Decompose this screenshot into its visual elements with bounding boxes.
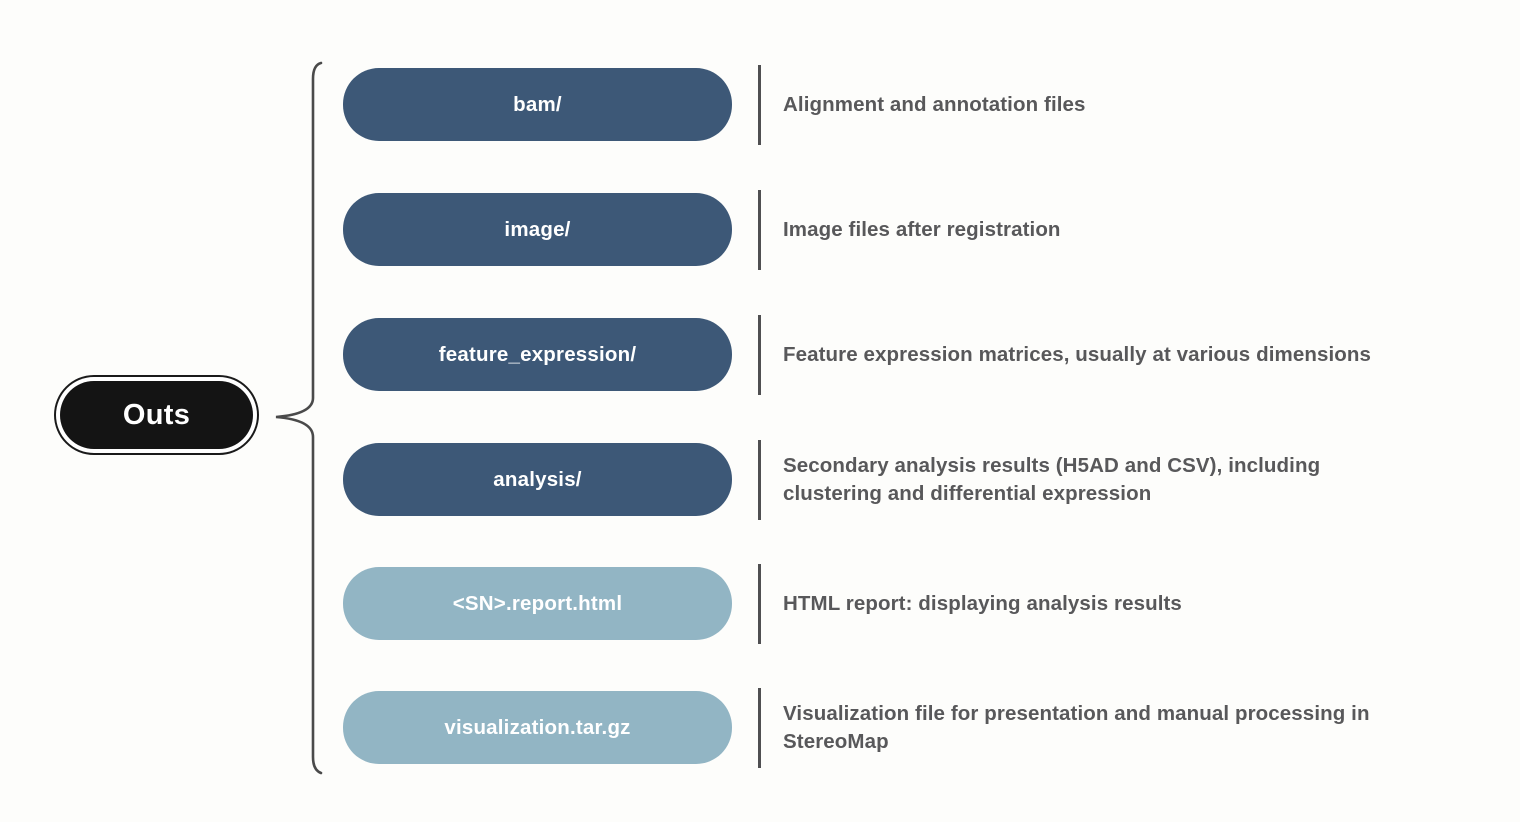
root-node-outs[interactable]: Outs bbox=[60, 381, 253, 449]
output-pill-report-html[interactable]: <SN>.report.html bbox=[343, 567, 732, 640]
output-description: HTML report: displaying analysis results bbox=[783, 591, 1182, 615]
output-row-image: image/ Image files after registration bbox=[0, 190, 1520, 270]
output-description: Feature expression matrices, usually at … bbox=[783, 342, 1371, 366]
output-pill-analysis[interactable]: analysis/ bbox=[343, 443, 732, 516]
output-row-report-html: <SN>.report.html HTML report: displaying… bbox=[0, 564, 1520, 644]
output-row-visualization: visualization.tar.gz Visualization file … bbox=[0, 688, 1520, 768]
separator-line bbox=[758, 564, 761, 644]
pill-label: bam/ bbox=[513, 92, 562, 116]
output-description: Alignment and annotation files bbox=[783, 92, 1086, 116]
separator-line bbox=[758, 65, 761, 145]
output-pill-image[interactable]: image/ bbox=[343, 193, 732, 266]
output-pill-visualization[interactable]: visualization.tar.gz bbox=[343, 691, 732, 764]
output-row-feature-expression: feature_expression/ Feature expression m… bbox=[0, 315, 1520, 395]
output-description: Secondary analysis results (H5AD and CSV… bbox=[783, 453, 1321, 505]
pill-label: analysis/ bbox=[493, 467, 582, 491]
separator-line bbox=[758, 190, 761, 270]
pill-label: visualization.tar.gz bbox=[444, 715, 631, 739]
pill-label: feature_expression/ bbox=[438, 342, 637, 366]
output-description: Image files after registration bbox=[783, 217, 1061, 241]
output-pill-feature-expression[interactable]: feature_expression/ bbox=[343, 318, 732, 391]
output-row-analysis: analysis/ Secondary analysis results (H5… bbox=[0, 440, 1520, 520]
pill-label: image/ bbox=[504, 217, 571, 241]
output-description: Visualization file for presentation and … bbox=[783, 701, 1370, 753]
output-row-bam: bam/ Alignment and annotation files bbox=[0, 65, 1520, 145]
output-pill-bam[interactable]: bam/ bbox=[343, 68, 732, 141]
pill-label: <SN>.report.html bbox=[452, 591, 623, 615]
separator-line bbox=[758, 688, 761, 768]
root-node-label: Outs bbox=[122, 398, 191, 431]
separator-line bbox=[758, 315, 761, 395]
separator-line bbox=[758, 440, 761, 520]
